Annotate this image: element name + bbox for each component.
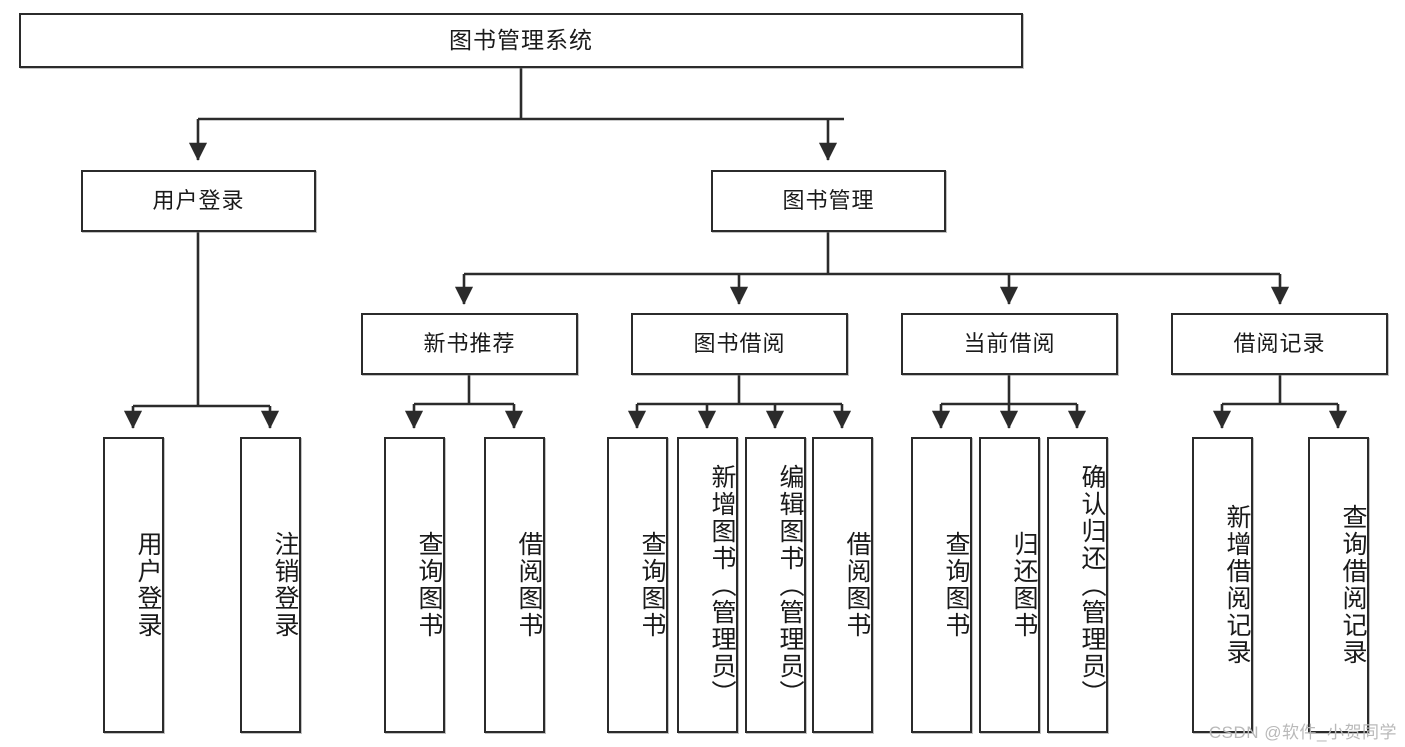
leaf-current-borrow-query[interactable]: 查询图书 (911, 437, 972, 733)
node-user-login[interactable]: 用户登录 (81, 170, 316, 232)
node-label: 图书管理 (782, 187, 875, 213)
node-book-management[interactable]: 图书管理 (711, 170, 946, 232)
csdn-watermark: CSDN @软件_小贺同学 (1208, 723, 1397, 742)
node-borrow-records[interactable]: 借阅记录 (1171, 313, 1388, 375)
leaf-user-login-login[interactable]: 用户登录 (103, 437, 164, 733)
leaf-book-borrow-query[interactable]: 查询图书 (607, 437, 668, 733)
node-label: 借阅图书 (843, 531, 871, 639)
leaf-book-borrow-edit[interactable]: 编辑图书（管理员） (745, 437, 806, 733)
node-current-borrow[interactable]: 当前借阅 (901, 313, 1118, 375)
leaf-borrow-records-add[interactable]: 新增借阅记录 (1192, 437, 1253, 733)
leaf-current-borrow-return[interactable]: 归还图书 (979, 437, 1040, 733)
node-book-borrow[interactable]: 图书借阅 (631, 313, 848, 375)
node-label: 新书推荐 (423, 330, 516, 356)
leaf-new-books-query[interactable]: 查询图书 (384, 437, 445, 733)
node-root-system[interactable]: 图书管理系统 (19, 13, 1023, 68)
leaf-book-borrow-add[interactable]: 新增图书（管理员） (677, 437, 738, 733)
node-label: 借阅图书 (515, 531, 543, 639)
node-label: 查询图书 (942, 531, 970, 639)
node-label: 用户登录 (134, 531, 162, 639)
node-label: 查询图书 (415, 531, 443, 639)
node-label: 当前借阅 (963, 330, 1056, 356)
node-new-book-recommend[interactable]: 新书推荐 (361, 313, 578, 375)
node-label: 图书借阅 (693, 330, 786, 356)
node-label: 归还图书 (1010, 531, 1038, 639)
node-label: 图书管理系统 (449, 26, 593, 53)
node-label: 查询借阅记录 (1339, 504, 1367, 666)
leaf-current-borrow-confirm-return[interactable]: 确认归还（管理员） (1047, 437, 1108, 733)
node-label: 注销登录 (271, 531, 299, 639)
node-label: 用户登录 (152, 187, 245, 213)
leaf-new-books-borrow[interactable]: 借阅图书 (484, 437, 545, 733)
node-label: 查询图书 (638, 531, 666, 639)
leaf-book-borrow-borrow[interactable]: 借阅图书 (812, 437, 873, 733)
node-label: 新增借阅记录 (1223, 504, 1251, 666)
leaf-borrow-records-query[interactable]: 查询借阅记录 (1308, 437, 1369, 733)
node-label: 确认归还（管理员） (1078, 463, 1106, 707)
node-label: 编辑图书（管理员） (776, 463, 804, 707)
node-label: 新增图书（管理员） (708, 463, 736, 707)
leaf-user-login-logout[interactable]: 注销登录 (240, 437, 301, 733)
node-label: 借阅记录 (1233, 330, 1326, 356)
